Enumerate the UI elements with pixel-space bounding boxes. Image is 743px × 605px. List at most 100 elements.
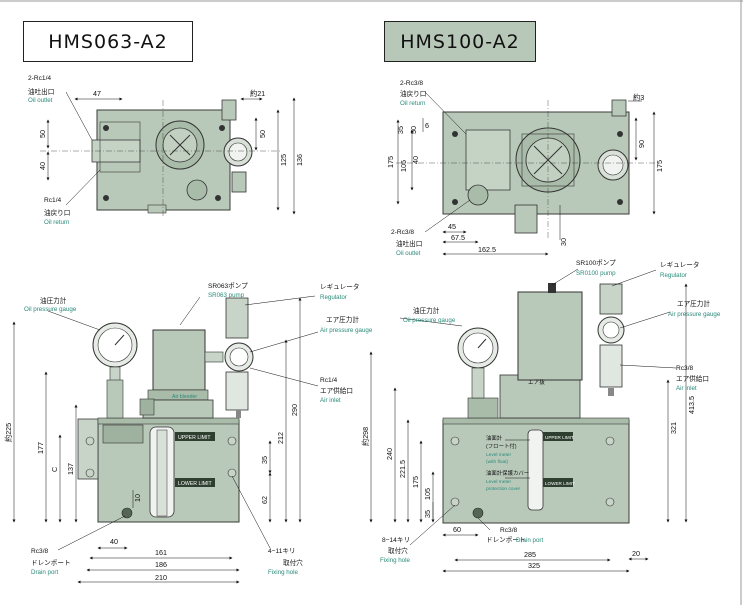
br-holes-code: 8−14キリ: [382, 537, 410, 544]
tl-dim-40: 40: [38, 162, 47, 170]
tr-dim-30: 30: [559, 238, 568, 246]
bl-dim-177: 177: [36, 442, 45, 454]
bl-inlet-jp: エア供給口: [320, 386, 353, 395]
br-dim-325: 325: [528, 561, 540, 570]
br-pump-jp: SR100ポンプ: [576, 259, 616, 267]
tr-dim-40: 40: [411, 156, 420, 164]
tr-dim-50: 50: [409, 126, 418, 134]
bl-reg-jp: レギュレータ: [320, 282, 359, 291]
tr-port1-jp: 油戻り口: [400, 89, 426, 98]
tl-port1-en: Oil outlet: [28, 97, 53, 104]
br-dim-105: 105: [423, 488, 432, 500]
tr-dim-67: 67.5: [451, 233, 465, 242]
br-level-jp: 油面計: [486, 434, 503, 442]
br-gauge-en: Oil pressure gauge: [403, 317, 456, 324]
br-lower-limit: LOWER LIMIT: [545, 481, 575, 486]
br-airgauge-jp: エア圧力計: [677, 299, 710, 308]
tr-dim-35: 35: [396, 126, 405, 134]
bl-holes-en: Fixing hole: [268, 569, 298, 576]
bl-dim-186: 186: [155, 560, 167, 569]
tr-dim-3: 約3: [633, 93, 644, 102]
br-cover-jp: 油面計保護カバー: [486, 469, 529, 477]
bl-dim-137: 137: [66, 463, 75, 475]
br-drain-jp: ドレンポート: [486, 536, 526, 544]
bl-dim-225: 約225: [4, 423, 13, 442]
tl-port1-code: 2-Rc1/4: [28, 75, 51, 82]
bl-dim-40: 40: [110, 537, 118, 546]
tl-dim-21: 約21: [250, 89, 265, 98]
br-inlet-jp: エア供給口: [676, 374, 709, 383]
br-drain-code: Rc3/8: [500, 527, 518, 534]
bl-gauge-en: Oil pressure gauge: [24, 306, 77, 313]
br-holes-jp: 取付穴: [388, 546, 408, 555]
tl-dim-125: 125: [279, 154, 288, 166]
hms063-top-view: [40, 91, 296, 218]
bl-holes-code: 4−11キリ: [268, 548, 296, 555]
br-cover-en: Level meter: [486, 479, 511, 485]
bl-airgauge-en: Air pressure gauge: [320, 327, 373, 334]
br-dim-175: 175: [411, 476, 420, 488]
tr-port1-en: Oil return: [400, 100, 426, 107]
bl-bleeder: Air bleeder: [172, 394, 197, 400]
bl-dim-10: 10: [133, 494, 142, 502]
br-level-en2: (with float): [486, 459, 509, 465]
tr-dim-45: 45: [448, 222, 456, 231]
br-holes-en: Fixing hole: [380, 557, 410, 564]
bl-inlet-en: Air inlet: [320, 397, 341, 404]
bl-dim-c: C: [50, 467, 59, 472]
tl-port1-jp: 油吐出口: [28, 87, 54, 96]
br-dim-298: 約298: [361, 427, 370, 446]
tr-dim-105: 105: [399, 160, 408, 172]
br-cover-en2: protection cover: [486, 486, 521, 492]
tr-dim-175b: 175: [655, 160, 664, 172]
tr-port1-code: 2-Rc3/8: [400, 80, 423, 87]
br-dim-413: 413.5: [687, 396, 696, 414]
hms100-front-view: [369, 268, 688, 573]
bl-lower-limit: LOWER LIMIT: [178, 481, 213, 487]
tr-dim-162: 162.5: [478, 245, 496, 254]
title-hms100: HMS100-A2: [384, 21, 536, 62]
br-inlet-code: Rc3/8: [676, 365, 694, 372]
tl-dim-50a: 50: [38, 130, 47, 138]
br-level-jp2: (フロート付): [486, 442, 517, 450]
bl-holes-jp: 取付穴: [283, 558, 303, 567]
br-pump-en: SR0100 pump: [576, 270, 616, 277]
bl-inlet-code: Rc1/4: [320, 377, 338, 384]
bl-dim-210: 210: [155, 573, 167, 582]
bl-reg-en: Regulator: [320, 294, 347, 301]
tl-dim-50b: 50: [258, 130, 267, 138]
br-reg-jp: レギュレータ: [660, 260, 699, 269]
br-dim-221: 221.5: [398, 460, 407, 478]
bl-drain-jp: ドレンポート: [31, 559, 71, 567]
tr-port2-jp: 油吐出口: [396, 239, 422, 248]
tl-port2-code: Rc1/4: [44, 197, 62, 204]
bl-dim-62: 62: [260, 496, 269, 504]
tr-dim-90: 90: [637, 140, 646, 148]
hms100-top-view: [396, 91, 660, 256]
bl-drain-en: Drain port: [31, 569, 58, 576]
bl-upper-limit: UPPER LIMIT: [178, 435, 211, 441]
br-gauge-jp: 油圧力計: [413, 306, 440, 315]
hms063-front-view: [12, 295, 319, 584]
bl-drain-code: Rc3/8: [31, 548, 49, 555]
br-dim-35: 35: [423, 510, 432, 518]
tl-port2-jp: 油戻り口: [44, 208, 70, 217]
tr-dim-175a: 175: [386, 156, 395, 168]
bl-dim-212: 212: [276, 432, 285, 444]
bl-pump-en: SR063 pump: [208, 292, 245, 299]
bl-dim-290: 290: [290, 404, 299, 416]
br-dim-20: 20: [632, 549, 640, 558]
bl-pump-jp: SR063ポンプ: [208, 282, 248, 290]
tl-port2-en: Oil return: [44, 219, 70, 226]
title-hms063: HMS063-A2: [23, 21, 193, 62]
br-upper-limit: UPPER LIMIT: [545, 435, 574, 440]
bl-airgauge-jp: エア圧力計: [326, 315, 359, 324]
br-dim-240: 240: [385, 448, 394, 460]
br-bleeder: エア抜: [528, 378, 545, 386]
br-airgauge-en: Air pressure gauge: [668, 311, 721, 318]
br-dim-285: 285: [524, 550, 536, 559]
bl-dim-161: 161: [155, 548, 167, 557]
bl-dim-35: 35: [260, 456, 269, 464]
